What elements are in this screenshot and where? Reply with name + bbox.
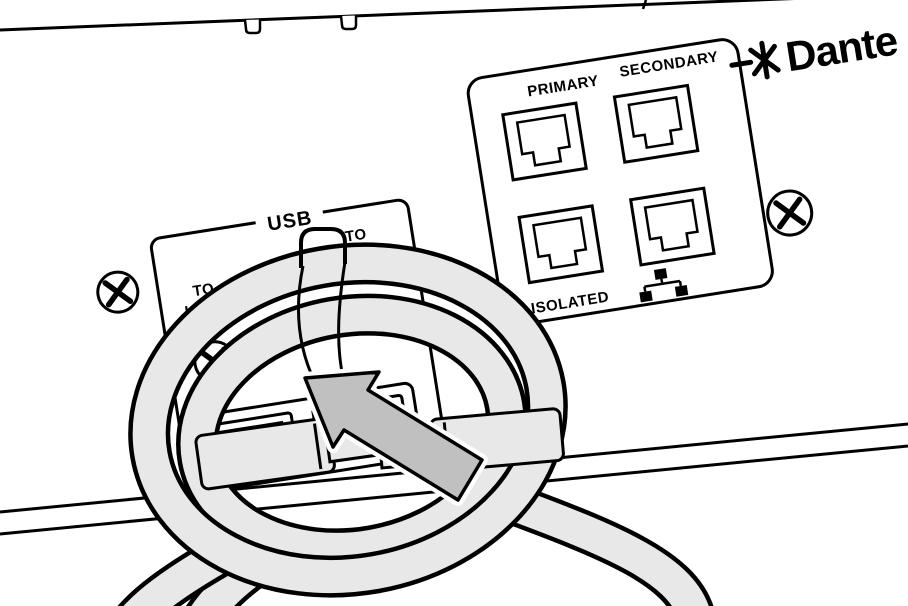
dante-logo-mark	[729, 40, 781, 80]
chassis-top-edge	[0, 0, 795, 32]
rj45-port-icon	[628, 186, 716, 267]
phillips-screw-icon	[766, 189, 814, 237]
usb-label-backplate	[253, 198, 325, 237]
cable-tie-hook-icon	[299, 227, 347, 268]
cable-tail-left-outer	[117, 539, 228, 606]
to-device-label-line1: TO	[344, 226, 368, 246]
insert-direction-arrow-icon	[299, 366, 488, 506]
dante-logo: Dante	[729, 16, 901, 80]
dante-section: PRIMARY SECONDARY ISOLATED	[466, 38, 774, 327]
cable-coil-outer-loop	[128, 242, 568, 598]
lan-icon	[639, 268, 689, 303]
chassis-notch	[339, 15, 358, 31]
rj45-port-icon	[517, 204, 605, 285]
phillips-screw-icon	[96, 270, 140, 314]
chassis-notch	[243, 19, 262, 35]
cable-tail-right	[500, 482, 714, 606]
rj45-port-icon	[612, 83, 700, 164]
usb-cable	[117, 242, 714, 606]
chassis-seam-tick	[641, 0, 648, 10]
dante-logo-text: Dante	[783, 16, 901, 80]
rj45-port-icon	[501, 101, 588, 182]
